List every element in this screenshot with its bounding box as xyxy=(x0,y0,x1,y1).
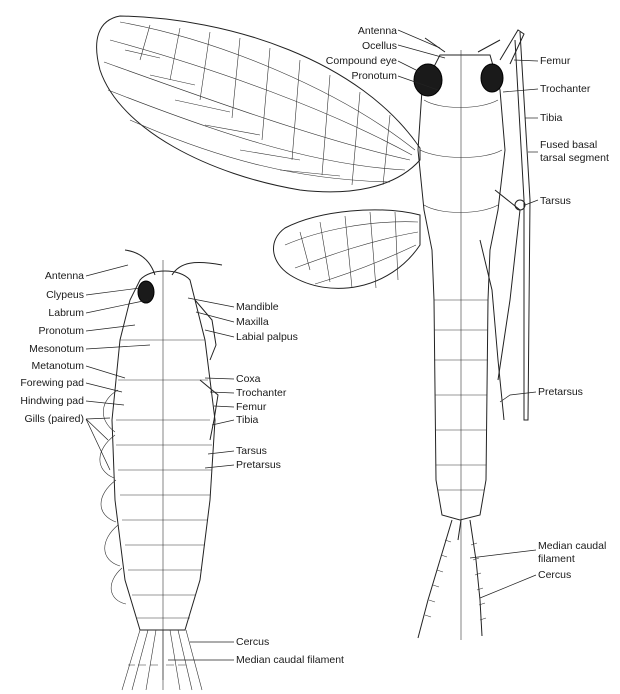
adult-label-pronotum: Pronotum xyxy=(351,70,397,82)
adult-label-fused-basal-line1: Fused basal xyxy=(540,139,597,151)
nymph-label-cercus: Cercus xyxy=(236,636,269,648)
adult-label-median-caudal-line2: filament xyxy=(538,553,575,565)
adult-label-pretarsus: Pretarsus xyxy=(538,386,583,398)
adult-label-group: Antenna Ocellus Compound eye Pronotum Fe… xyxy=(326,25,609,598)
nymph-label-mandible: Mandible xyxy=(236,301,279,313)
adult-right-compound-eye xyxy=(481,64,503,92)
adult-label-femur: Femur xyxy=(540,55,571,67)
adult-label-compound-eye: Compound eye xyxy=(326,55,397,67)
adult-hindwing xyxy=(274,210,420,288)
nymph-label-antenna: Antenna xyxy=(45,270,84,282)
nymph-label-median-caudal-filament: Median caudal filament xyxy=(236,654,344,666)
adult-label-ocellus: Ocellus xyxy=(362,40,397,52)
adult-mayfly-drawing xyxy=(97,16,530,640)
adult-label-tibia: Tibia xyxy=(540,112,563,124)
nymph-label-mesonotum: Mesonotum xyxy=(29,343,84,355)
adult-tail-filaments xyxy=(418,520,486,638)
adult-label-trochanter: Trochanter xyxy=(540,83,591,95)
adult-body xyxy=(414,38,505,640)
nymph-label-femur: Femur xyxy=(236,401,267,413)
adult-label-cercus: Cercus xyxy=(538,569,571,581)
nymph-label-maxilla: Maxilla xyxy=(236,316,269,328)
adult-label-fused-basal-line2: tarsal segment xyxy=(540,152,609,164)
nymph-compound-eye xyxy=(138,281,154,303)
nymph-label-labial-palpus: Labial palpus xyxy=(236,331,298,343)
nymph-label-gills: Gills (paired) xyxy=(24,413,84,425)
nymph-label-hindwing-pad: Hindwing pad xyxy=(20,395,84,407)
adult-left-compound-eye xyxy=(414,64,442,96)
nymph-label-pretarsus: Pretarsus xyxy=(236,459,281,471)
nymph-label-coxa: Coxa xyxy=(236,373,261,385)
nymph-label-metanotum: Metanotum xyxy=(31,360,84,372)
nymph-label-forewing-pad: Forewing pad xyxy=(20,377,84,389)
nymph-body-outline xyxy=(112,271,215,630)
nymph-label-tarsus: Tarsus xyxy=(236,445,267,457)
nymph-label-pronotum: Pronotum xyxy=(38,325,84,337)
nymph-label-clypeus: Clypeus xyxy=(46,289,84,301)
adult-label-antenna: Antenna xyxy=(358,25,397,37)
nymph-label-tibia: Tibia xyxy=(236,414,259,426)
adult-label-median-caudal-line1: Median caudal xyxy=(538,540,606,552)
nymph-label-labrum: Labrum xyxy=(48,307,84,319)
adult-label-tarsus: Tarsus xyxy=(540,195,571,207)
nymph-label-group: Antenna Clypeus Labrum Pronotum Mesonotu… xyxy=(20,265,344,666)
nymph-drawing xyxy=(100,250,222,690)
nymph-label-trochanter: Trochanter xyxy=(236,387,287,399)
